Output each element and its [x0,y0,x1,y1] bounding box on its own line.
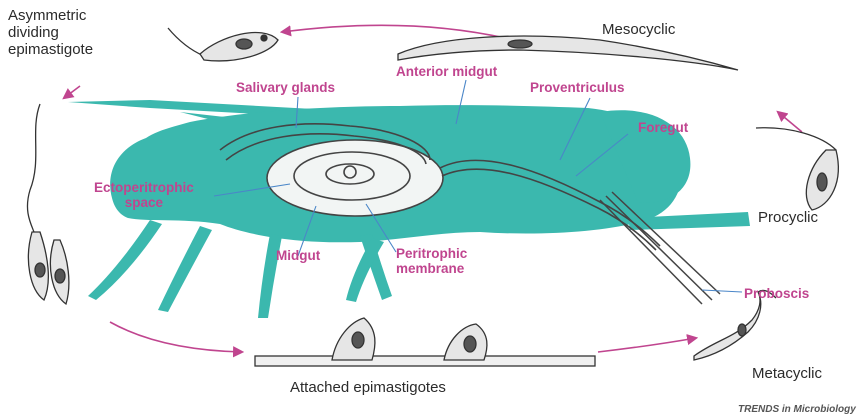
fly-leg-1 [88,220,162,300]
attached-nucleus-1 [352,332,364,348]
mesocyclic-nucleus [508,40,532,48]
arrow-to-attached [110,322,242,352]
label-anterior-midgut: Anterior midgut [396,64,497,79]
asymmetric-kinetoplast [261,35,267,41]
dividing-nucleus-1 [35,263,45,277]
asymmetric-nucleus [236,39,252,49]
label-procyclic: Procyclic [758,210,818,227]
pointer-proboscis [702,290,742,292]
arrow-mesocyclic-to-asymmetric [282,25,505,38]
attached-epimastigotes [255,318,595,366]
label-salivary-glands: Salivary glands [236,80,335,95]
label-mesocyclic: Mesocyclic [602,22,675,39]
label-metacyclic: Metacyclic [752,366,822,383]
procyclic-nucleus [817,173,827,191]
dividing-epimastigotes [27,104,68,304]
dividing-flagellum-1 [27,104,40,232]
procyclic-trypanosome [756,128,838,210]
label-proboscis: Proboscis [744,286,809,301]
asymmetric-epimastigote [168,28,278,61]
fly-leg-2 [158,226,212,312]
label-proventriculus: Proventriculus [530,80,625,95]
arrow-asymmetric-down [64,86,80,98]
metacyclic-body [694,292,761,360]
procyclic-flagellum [756,128,836,150]
epithelium-strip [255,356,595,366]
label-foregut: Foregut [638,120,688,135]
dividing-nucleus-2 [55,269,65,283]
metacyclic-nucleus [738,324,746,336]
label-midgut: Midgut [276,248,320,263]
fly-leg-3 [258,234,282,318]
credit-text: TRENDS in Microbiology [738,404,856,415]
arrow-to-metacyclic [598,338,696,352]
asymmetric-flagellum [168,28,204,56]
label-attached-epimastigotes: Attached epimastigotes [290,380,446,397]
attached-nucleus-2 [464,336,476,352]
